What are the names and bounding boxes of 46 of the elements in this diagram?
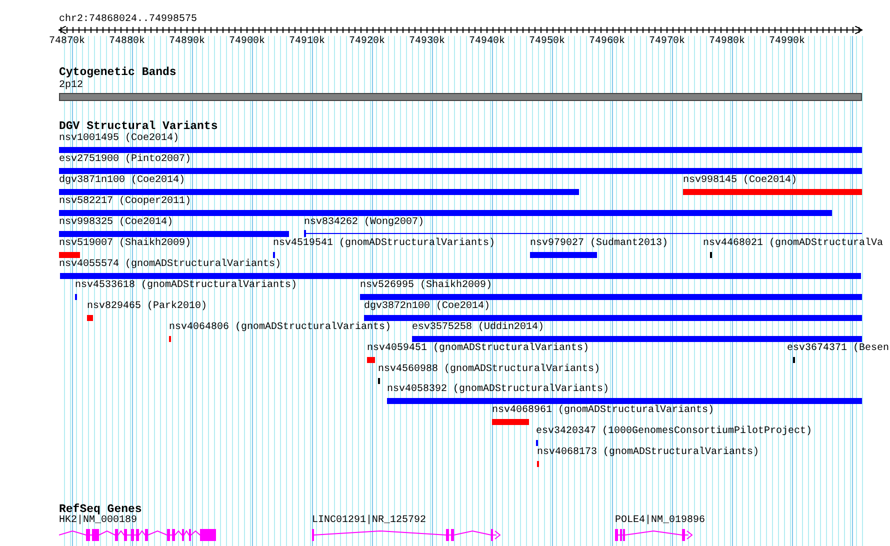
- tick-label: 74910k: [289, 36, 326, 48]
- variant-label: nsv1001495 (Coe2014): [59, 133, 180, 144]
- variant-label: nsv4055574 (gnomADStructuralVariants): [59, 259, 282, 270]
- track-title: RefSeq Genes: [59, 504, 142, 516]
- tick-label: 74950k: [529, 36, 566, 48]
- variant-label: nsv998325 (Coe2014): [59, 217, 174, 228]
- variant-label: nsv4533618 (gnomADStructuralVariants): [75, 280, 298, 291]
- tick-label: 74940k: [469, 36, 506, 48]
- variant-label: nsv4560988 (gnomADStructuralVariants): [378, 364, 600, 375]
- tick-label: 74880k: [109, 36, 146, 48]
- tick-label: 74930k: [409, 36, 446, 48]
- tick-label: 74900k: [229, 36, 266, 48]
- variant-label: esv2751900 (Pinto2007): [59, 154, 192, 165]
- gene-label: LINC01291|NR_125792: [312, 515, 426, 526]
- variant-label: esv3420347 (1000GenomesConsortiumPilotProject): [536, 426, 812, 437]
- gene-label: POLE4|NM_019896: [615, 515, 706, 526]
- variant-label: nsv4068173 (gnomADStructuralVariants): [537, 447, 760, 458]
- variant-label: nsv4468021 (gnomADStructuralVa: [703, 238, 884, 249]
- tick-label: 74870k: [49, 36, 86, 48]
- variant-label: dgv3872n100 (Coe2014): [364, 301, 490, 312]
- variant-label: dgv3871n100 (Coe2014): [59, 175, 186, 186]
- tick-label: 74980k: [709, 36, 746, 48]
- variant-label: nsv998145 (Coe2014): [683, 175, 798, 186]
- variant-label: esv3575258 (Uddin2014): [412, 322, 544, 333]
- variant-label: nsv4064806 (gnomADStructuralVariants): [169, 322, 392, 333]
- variant-label: nsv526995 (Shaikh2009): [360, 280, 492, 291]
- tick-label: 74970k: [649, 36, 686, 48]
- variant-label: esv3674371 (Besen: [787, 343, 890, 354]
- variant-label: nsv582217 (Cooper2011): [59, 196, 192, 207]
- variant-label: nsv4059451 (gnomADStructuralVariants): [367, 343, 590, 354]
- gene-label: HK2|NM_000189: [59, 515, 138, 526]
- variant-label: nsv4519541 (gnomADStructuralVariants): [273, 238, 496, 249]
- track-title: Cytogenetic Bands: [59, 67, 176, 79]
- variant-label: nsv519007 (Shaikh2009): [59, 238, 192, 249]
- track-title: DGV Structural Variants: [59, 121, 218, 133]
- variant-label: nsv4058392 (gnomADStructuralVariants): [387, 384, 610, 395]
- tick-label: 74990k: [769, 36, 806, 48]
- variant-label: nsv829465 (Park2010): [87, 301, 208, 312]
- tick-label: 74890k: [169, 36, 206, 48]
- tick-label: 74920k: [349, 36, 386, 48]
- tick-label: 74960k: [589, 36, 626, 48]
- location-label: chr2:74868024..74998575: [59, 14, 198, 26]
- band-label: 2p12: [59, 80, 84, 91]
- variant-label: nsv834262 (Wong2007): [304, 217, 424, 228]
- variant-label: nsv4068961 (gnomADStructuralVariants): [492, 405, 714, 416]
- variant-label: nsv979027 (Sudmant2013): [530, 238, 668, 249]
